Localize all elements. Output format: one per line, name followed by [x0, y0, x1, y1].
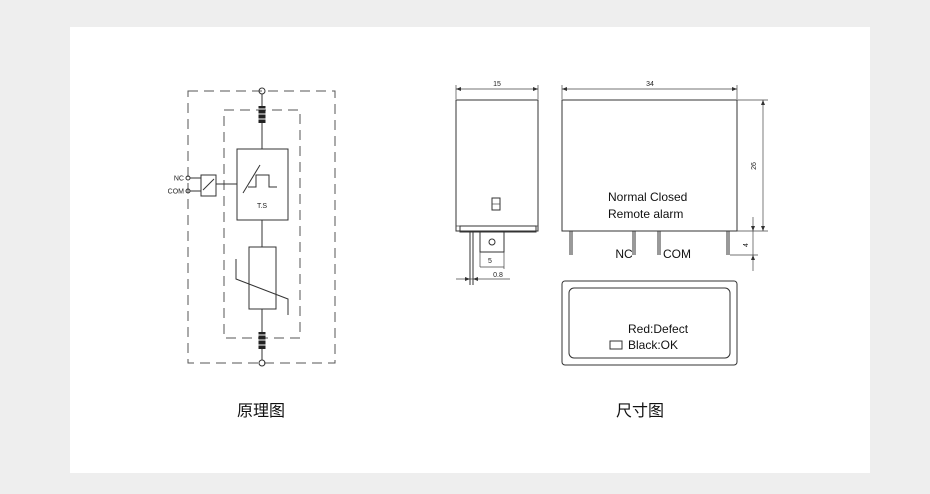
nc-label: NC [174, 176, 184, 183]
side-view: 34 Normal Closed Remote alarm NC COM [561, 81, 768, 271]
side-width-value: 34 [646, 81, 654, 88]
alarm-switch-contact [202, 178, 215, 191]
front-pin-hole [488, 238, 496, 246]
thermal-switch-slash [242, 164, 261, 194]
side-body [561, 99, 738, 232]
alarm-switch-box [200, 174, 217, 197]
pin-pitch-value: 5 [488, 258, 492, 265]
front-pin-tab [479, 231, 505, 253]
thermal-switch-symbol [248, 174, 277, 188]
top-view: Red:Defect Black:OK [561, 280, 738, 366]
technical-drawing: T.S NC COM [168, 81, 768, 367]
front-body [455, 99, 539, 232]
nc-terminal [185, 175, 191, 181]
content-card: T.S NC COM [70, 27, 870, 473]
dimension-caption: 尺寸图 [615, 401, 664, 420]
contact-line2: Remote alarm [608, 207, 683, 221]
schematic-caption: 原理图 [236, 401, 285, 420]
schematic-diagram: T.S NC COM [168, 87, 336, 367]
varistor-body [248, 246, 277, 310]
top-body-inner [568, 287, 731, 359]
ts-label: T.S [257, 203, 267, 210]
indicator-line2: Black:OK [628, 338, 678, 352]
pin-length-value: 4 [743, 243, 750, 247]
indicator-window [609, 340, 623, 350]
top-body-outer [561, 280, 738, 366]
indicator-line1: Red:Defect [628, 322, 689, 336]
varistor-characteristic [235, 259, 289, 315]
module-enclosure-outline [187, 90, 336, 364]
pin-thickness-value: 0.8 [493, 272, 503, 279]
dimension-diagram: 15 5 [455, 81, 768, 366]
contact-line1: Normal Closed [608, 190, 687, 204]
front-view: 15 5 [455, 81, 539, 285]
com-terminal [185, 188, 191, 194]
com-label: COM [168, 189, 185, 196]
front-width-value: 15 [493, 81, 501, 88]
pin-com-label: COM [663, 247, 691, 261]
height-value: 26 [751, 162, 758, 170]
pin-nc-label: NC [615, 247, 633, 261]
